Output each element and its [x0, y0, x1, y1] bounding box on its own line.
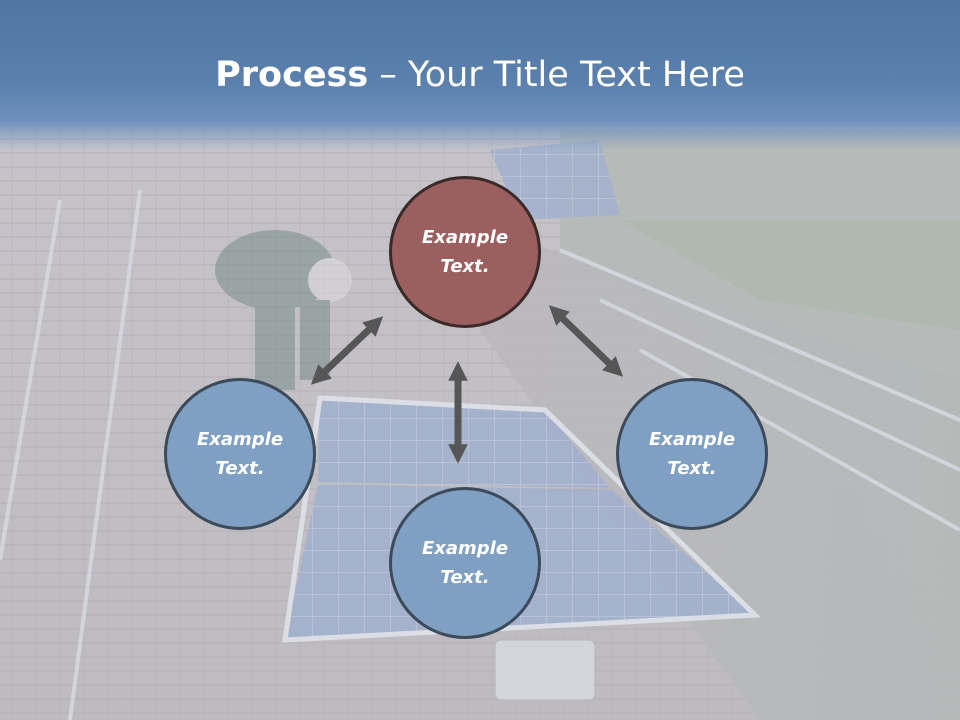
- process-node-bottom[interactable]: Example Text.: [389, 487, 541, 639]
- slide-title: Process – Your Title Text Here: [0, 50, 960, 100]
- title-bold: Process: [215, 55, 369, 95]
- node-text: Example Text.: [421, 227, 509, 277]
- process-node-left[interactable]: Example Text.: [164, 378, 316, 530]
- title-bar: [0, 0, 960, 150]
- title-rest: – Your Title Text Here: [368, 55, 745, 95]
- node-text: Example Text.: [421, 538, 509, 588]
- process-node-right[interactable]: Example Text.: [616, 378, 768, 530]
- node-text: Example Text.: [648, 429, 736, 479]
- process-node-top[interactable]: Example Text.: [389, 176, 541, 328]
- node-text: Example Text.: [196, 429, 284, 479]
